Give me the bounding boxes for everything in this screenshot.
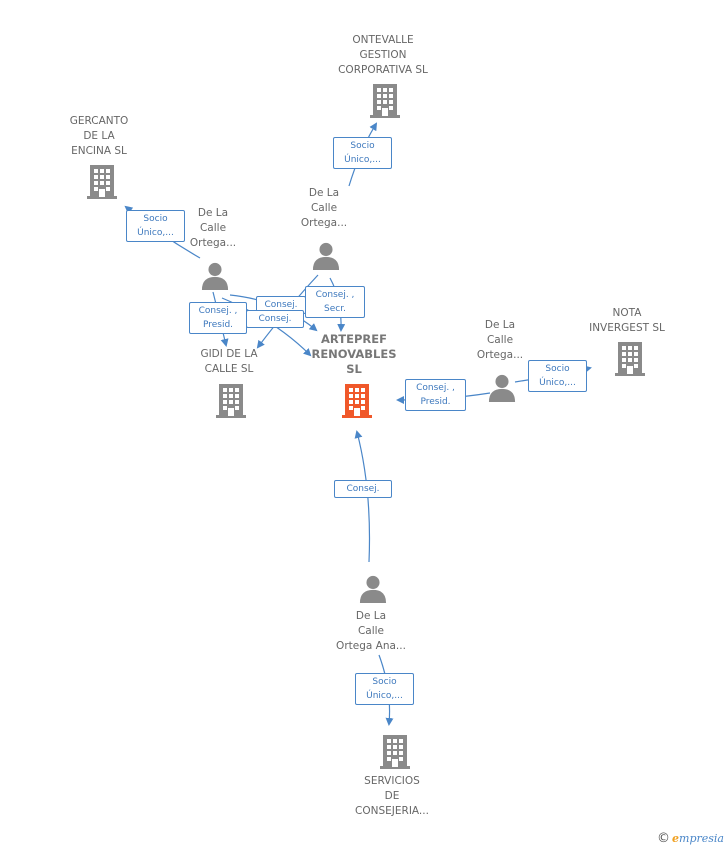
footer-brand: ©empresia [657,831,724,846]
gidi-building-icon[interactable] [216,384,246,418]
gercanto-label[interactable]: GERCANTO DE LA ENCINA SL [69,115,129,157]
nota-label[interactable]: NOTA INVERGEST SL [589,307,665,334]
servicios-building-icon[interactable] [380,735,410,769]
servicios-label[interactable]: SERVICIOS DE CONSEJERIA... [355,775,429,817]
person-top-icon[interactable] [312,242,340,270]
person-left-icon[interactable] [201,262,229,290]
edge-badge-socio-ontevalle[interactable]: Socio Único,... [333,137,392,169]
edge-badge-consej-b[interactable]: Consej. [246,310,304,328]
edge-badge-consej-bottom[interactable]: Consej. [334,480,392,498]
gercanto-building-icon[interactable] [87,165,117,199]
person-top-label[interactable]: De La Calle Ortega... [300,187,348,229]
brand-logo: empresia [672,832,724,845]
edge-badge-socio-servicios[interactable]: Socio Único,... [355,673,414,705]
edge-badge-consej-presid-right[interactable]: Consej. , Presid. [405,379,466,411]
copyright-symbol: © [657,831,671,846]
ontevalle-label[interactable]: ONTEVALLE GESTION CORPORATIVA SL [338,34,428,76]
ontevalle-building-icon[interactable] [370,84,400,118]
edge-badge-consej-presid-left[interactable]: Consej. , Presid. [189,302,247,334]
person-bottom-icon[interactable] [359,575,387,603]
person-right-icon[interactable] [488,374,516,402]
nota-building-icon[interactable] [615,342,645,376]
edge-badge-socio-gercanto[interactable]: Socio Único,... [126,210,185,242]
edge-badge-consej-secr[interactable]: Consej. , Secr. [305,286,365,318]
artepref-building-icon[interactable] [342,384,372,418]
edge-badge-socio-nota[interactable]: Socio Único,... [528,360,587,392]
gidi-label[interactable]: GIDI DE LA CALLE SL [200,348,258,375]
person-bottom-label[interactable]: De La Calle Ortega Ana... [336,610,406,652]
person-right-label[interactable]: De La Calle Ortega... [476,319,524,361]
artepref-label[interactable]: ARTEPREF RENOVABLES SL [311,332,397,376]
person-left-label[interactable]: De La Calle Ortega... [189,207,237,249]
